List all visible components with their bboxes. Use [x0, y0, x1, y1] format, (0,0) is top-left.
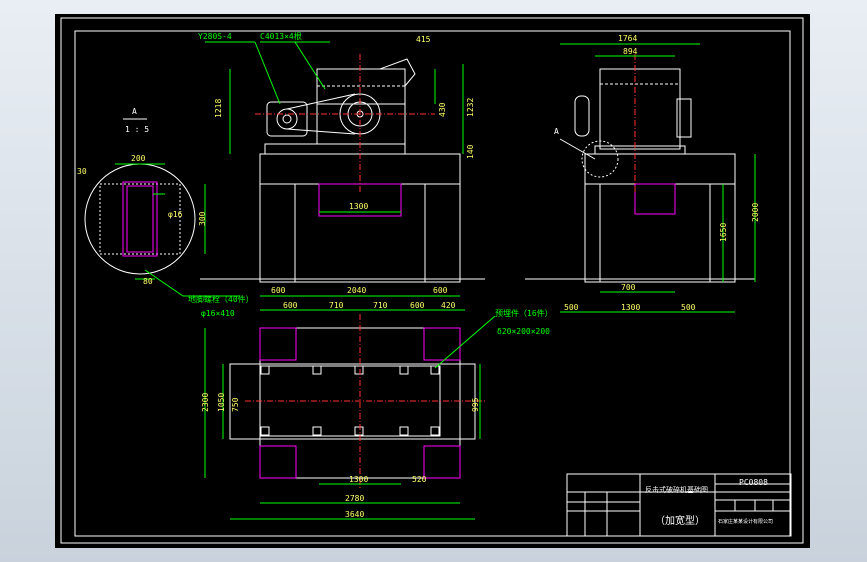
dim-2000: 2000 — [751, 203, 760, 222]
motor-model-label: Y280S-4 — [198, 32, 232, 41]
plan-2300: 2300 — [201, 393, 210, 412]
plan-3640: 3640 — [345, 510, 364, 519]
title-block-frame — [566, 473, 792, 537]
dim-1300-side: 1300 — [621, 303, 640, 312]
detail-letter: A — [132, 107, 137, 116]
plan-top-600a: 600 — [283, 301, 298, 310]
dim-894: 894 — [623, 47, 638, 56]
plan-top-710a: 710 — [329, 301, 344, 310]
dim-2040: 2040 — [347, 286, 366, 295]
plan-view: 600 710 710 600 420 2300 1050 750 995 13… — [144, 269, 553, 520]
plan-1050: 1050 — [217, 393, 226, 412]
embedded-label: 预埋件（16件） — [495, 308, 553, 318]
outer-frame — [60, 17, 804, 544]
plan-2780: 2780 — [345, 494, 364, 503]
detail-scale: 1 : 5 — [125, 125, 149, 134]
dim-500-left: 500 — [564, 303, 579, 312]
plan-top-710b: 710 — [373, 301, 388, 310]
detail-a: A 1 : 5 200 30 300 φ16 80 — [77, 107, 207, 286]
dim-430: 430 — [438, 102, 447, 117]
dim-700: 700 — [621, 283, 636, 292]
dim-600-left: 600 — [271, 286, 286, 295]
cad-model-space[interactable]: Y280S-4 C4013×4根 415 1218 430 1232 140 1… — [55, 14, 810, 548]
dim-500-right: 500 — [681, 303, 696, 312]
bolts-label: 地脚螺栓（40件） — [188, 294, 254, 304]
dim-1764: 1764 — [618, 34, 637, 43]
company-label: 石家庄某某设计有限公司 — [718, 518, 773, 525]
dim-1650: 1650 — [719, 223, 728, 242]
detail-300: 300 — [198, 211, 207, 226]
front-view: Y280S-4 C4013×4根 415 1218 430 1232 140 1… — [198, 31, 485, 297]
dim-1218: 1218 — [214, 99, 223, 118]
drawing-title: 反击式破碎机基础图 — [645, 485, 708, 494]
plan-top-420: 420 — [441, 301, 456, 310]
dim-415: 415 — [416, 35, 431, 44]
plan-1300: 1300 — [349, 475, 368, 484]
plan-750: 750 — [231, 397, 240, 412]
embedded-size-label: δ20×200×200 — [497, 327, 550, 336]
bolt-size-label: φ16×410 — [201, 309, 235, 318]
side-crusher — [599, 68, 681, 150]
detail-circle — [84, 163, 196, 275]
side-label-a: A — [554, 127, 559, 136]
detail-200: 200 — [131, 154, 146, 163]
belt-label: C4013×4根 — [260, 31, 302, 41]
drawing-svg: Y280S-4 C4013×4根 415 1218 430 1232 140 1… — [60, 17, 804, 544]
plan-995: 995 — [471, 397, 480, 412]
front-foundation — [259, 153, 461, 283]
dim-1300: 1300 — [349, 202, 368, 211]
plan-top-600b: 600 — [410, 301, 425, 310]
dim-1232: 1232 — [466, 98, 475, 117]
crusher-body — [316, 103, 406, 145]
side-foundation — [584, 153, 736, 283]
motor — [266, 101, 308, 137]
detail-phi16: φ16 — [168, 210, 183, 219]
plan-520: 520 — [412, 475, 427, 484]
type-label: （加宽型） — [655, 514, 705, 527]
detail-80: 80 — [143, 277, 153, 286]
dim-140: 140 — [466, 144, 475, 159]
inner-frame — [74, 30, 791, 537]
model-number: PC0808 — [739, 478, 768, 487]
title-block: 反击式破碎机基础图 PC0808 （加宽型） 石家庄某某设计有限公司 — [566, 473, 792, 537]
dim-600-right: 600 — [433, 286, 448, 295]
detail-30: 30 — [77, 167, 87, 176]
side-view: 1764 894 A 2000 1650 700 500 1300 500 — [525, 34, 760, 313]
